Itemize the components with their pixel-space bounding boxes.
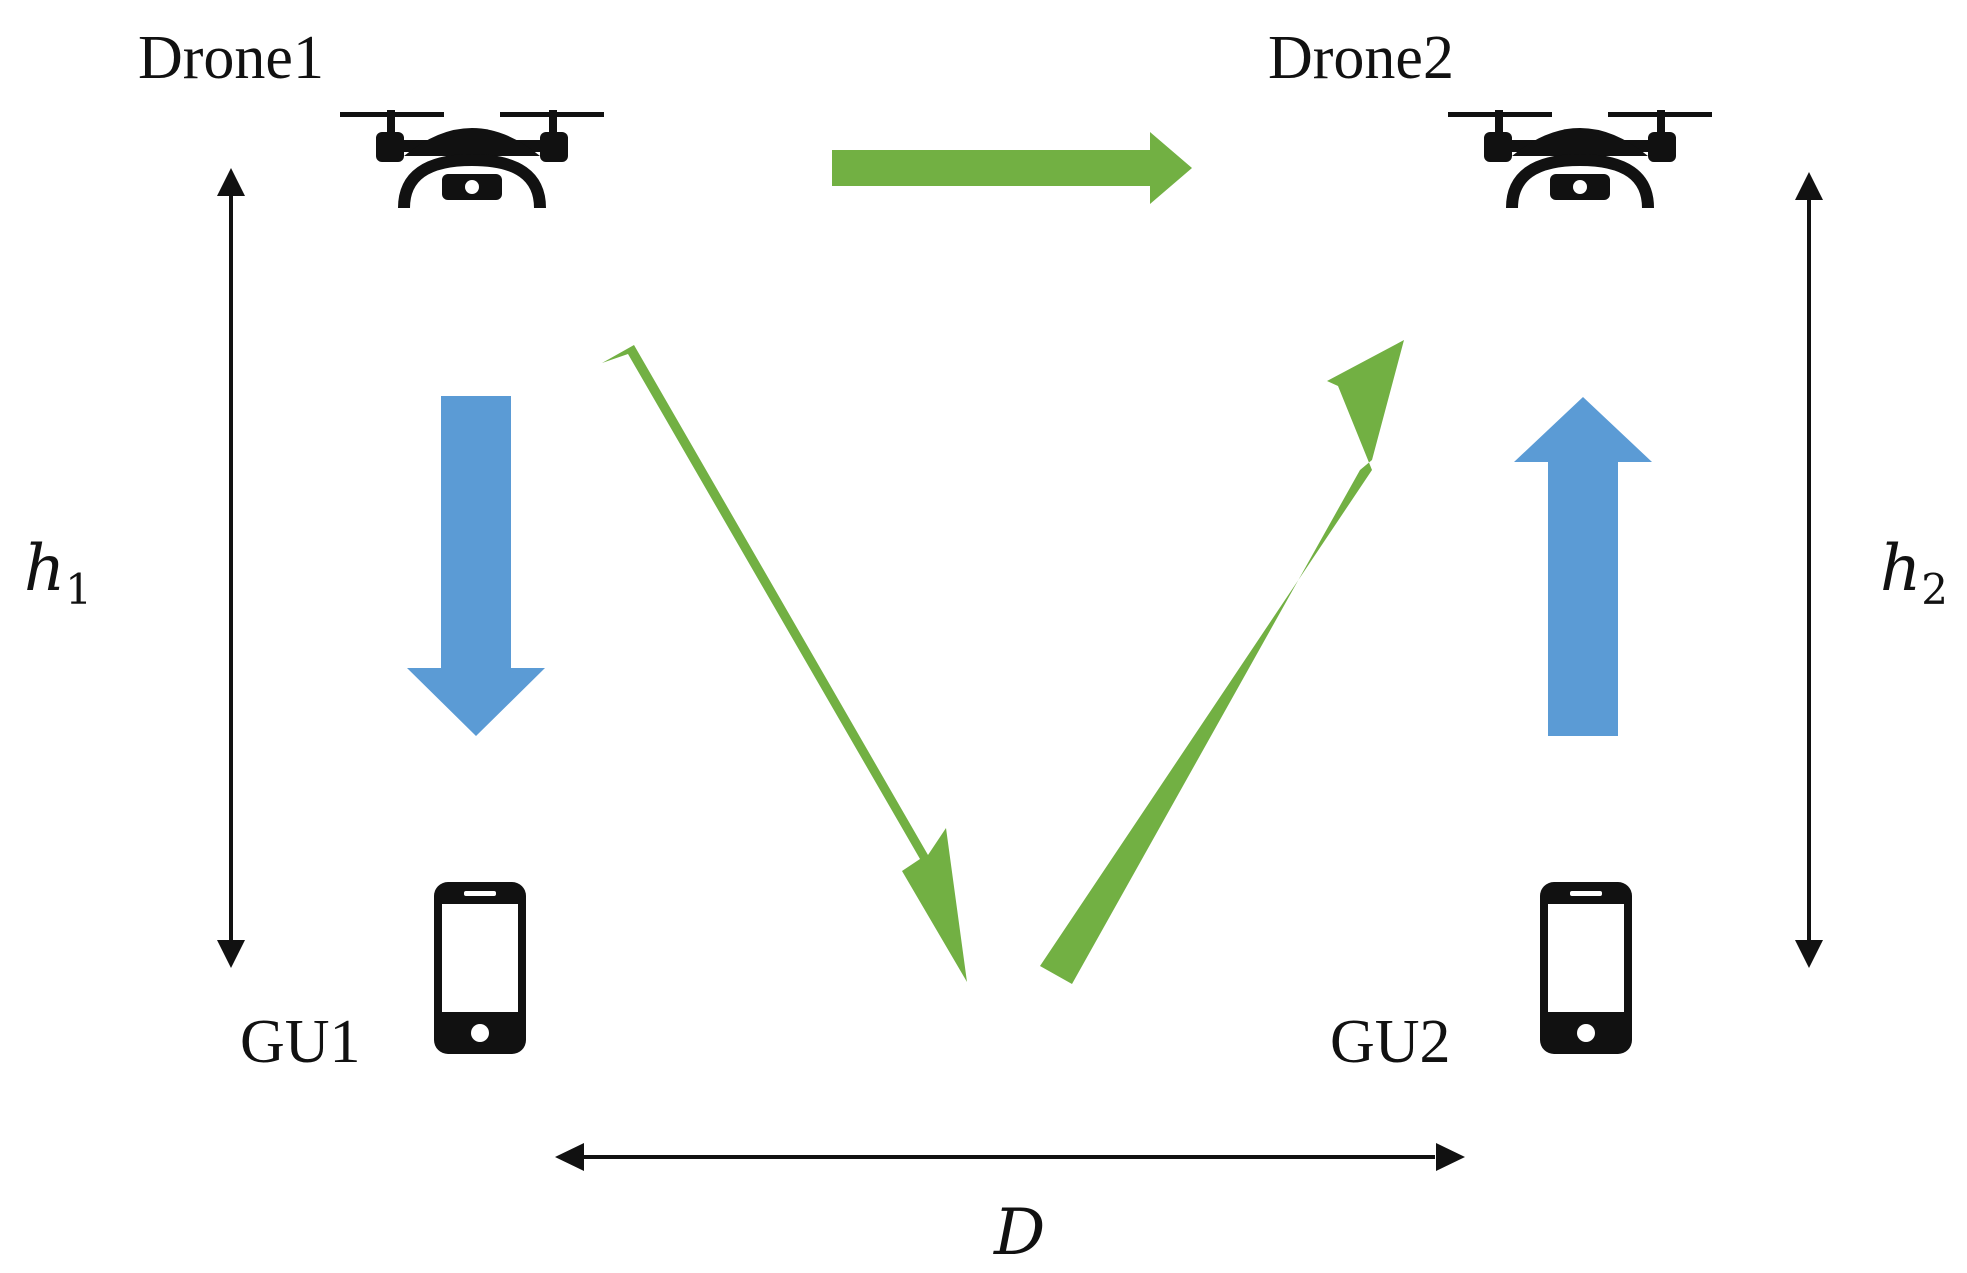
drone1-to-gu1-arrow [407, 396, 545, 736]
ground-to-drone2-arrow [1040, 340, 1404, 984]
h1-dimension-arrow [217, 168, 245, 968]
d-dimension-arrow [555, 1143, 1465, 1171]
gu2-to-drone2-arrow [1514, 397, 1652, 736]
drone2-icon [1448, 110, 1712, 208]
drone1-label: Drone1 [138, 24, 324, 92]
h2-label: h2 [1880, 532, 1948, 614]
gu2-label: GU2 [1330, 1008, 1451, 1076]
h1-label: h1 [24, 532, 92, 614]
drone1-to-drone2-arrow [832, 132, 1192, 204]
drone1-icon [340, 110, 604, 208]
distance-label: D [993, 1196, 1045, 1270]
drone2-label: Drone2 [1268, 24, 1454, 92]
gu2-phone-icon [1540, 882, 1632, 1054]
drone1-to-ground-arrow [602, 345, 967, 982]
gu1-phone-icon [434, 882, 526, 1054]
h2-dimension-arrow [1795, 172, 1823, 968]
gu1-label: GU1 [240, 1008, 361, 1076]
